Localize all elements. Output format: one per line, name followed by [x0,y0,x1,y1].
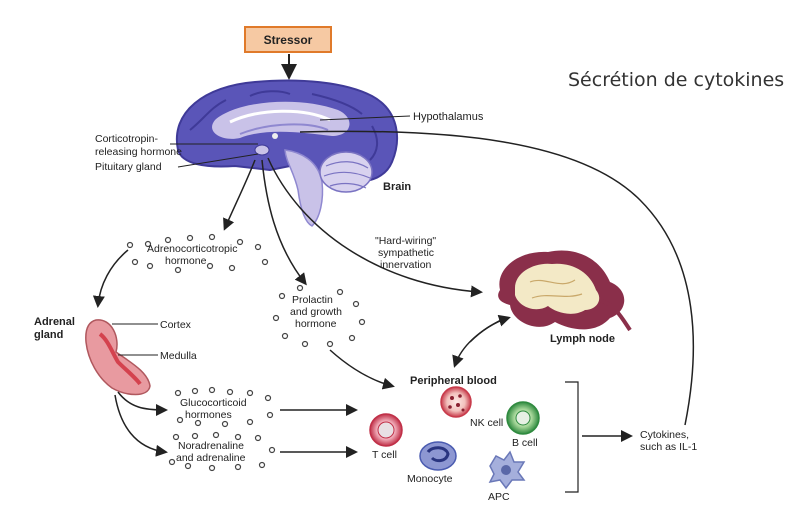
cortex-label: Cortex [160,319,192,331]
peripheral-blood-label: Peripheral blood [410,375,497,387]
cytokines-label-line1: Cytokines, [640,429,689,441]
apc [488,450,526,490]
monocyte [419,441,457,471]
apc-label: APC [488,491,510,503]
acth-label-line2: hormone [165,255,207,267]
prolactin-label-line2: and growth [290,306,342,318]
lymph-node-illustration [498,250,632,332]
pituitary-label: Pituitary gland [95,161,162,173]
hardwiring-label-line1: "Hard-wiring" [375,235,436,247]
t-cell-label: T cell [372,449,397,461]
noradrenaline-molecules [168,431,276,472]
adrenal-arrow [92,249,129,308]
adrenal-gland-illustration [85,319,151,396]
blood-bracket [565,381,579,493]
stressor-box: Stressor [244,26,332,53]
cytokine-feedback-curve [299,130,695,426]
prolactin-blood-arrow [329,349,395,390]
pituitary-leader [177,153,259,168]
hypothalamus-label: Hypothalamus [413,111,484,123]
acth-label-line1: Adrenocorticotropic [147,243,237,255]
crh-label-line2: releasing hormone [95,146,182,158]
hypothalamus-leader [319,115,411,121]
brain-label: Brain [383,181,411,193]
hardwiring-label-line3: innervation [380,259,432,271]
noradrenaline-label-line2: and adrenaline [176,452,246,464]
adrenal-label-line1: Adrenal [34,316,75,328]
slide-title: Sécrétion de cytokines [568,69,784,91]
t-cell [369,413,403,447]
brain-illustration [175,79,399,227]
nk-cell [440,386,472,418]
b-cell [506,401,540,435]
gluco-molecules [174,386,274,428]
noradrenaline-arrow [114,394,168,457]
adrenal-label-line2: gland [34,329,63,341]
blood-lymph-arrow [469,314,511,343]
b-cell-label: B cell [512,437,538,449]
lymph-blood-arrow [452,317,506,368]
noradrenaline-label-line1: Noradrenaline [178,440,244,452]
hardwiring-arrow [267,157,483,298]
monocyte-label: Monocyte [407,473,453,485]
gluco-label-line2: hormones [185,409,232,421]
acth-arrow [223,159,256,231]
medulla-label: Medulla [160,350,197,362]
nk-cell-label: NK cell [470,417,503,429]
acth-molecules [126,233,269,274]
prolactin-label-line1: Prolactin [292,294,333,306]
gluco-label-line1: Glucocorticoid [180,397,247,409]
lymph-node-label: Lymph node [550,333,615,345]
prolactin-label-line3: hormone [295,318,337,330]
hardwiring-label-line2: sympathetic [378,247,434,259]
gluco-arrow [117,391,168,416]
stressor-label: Stressor [264,33,313,47]
cytokines-label-line2: such as IL-1 [640,441,697,453]
crh-label-line1: Corticotropin- [95,133,159,145]
prolactin-arrow [261,159,307,286]
prolactin-molecules [272,284,366,348]
